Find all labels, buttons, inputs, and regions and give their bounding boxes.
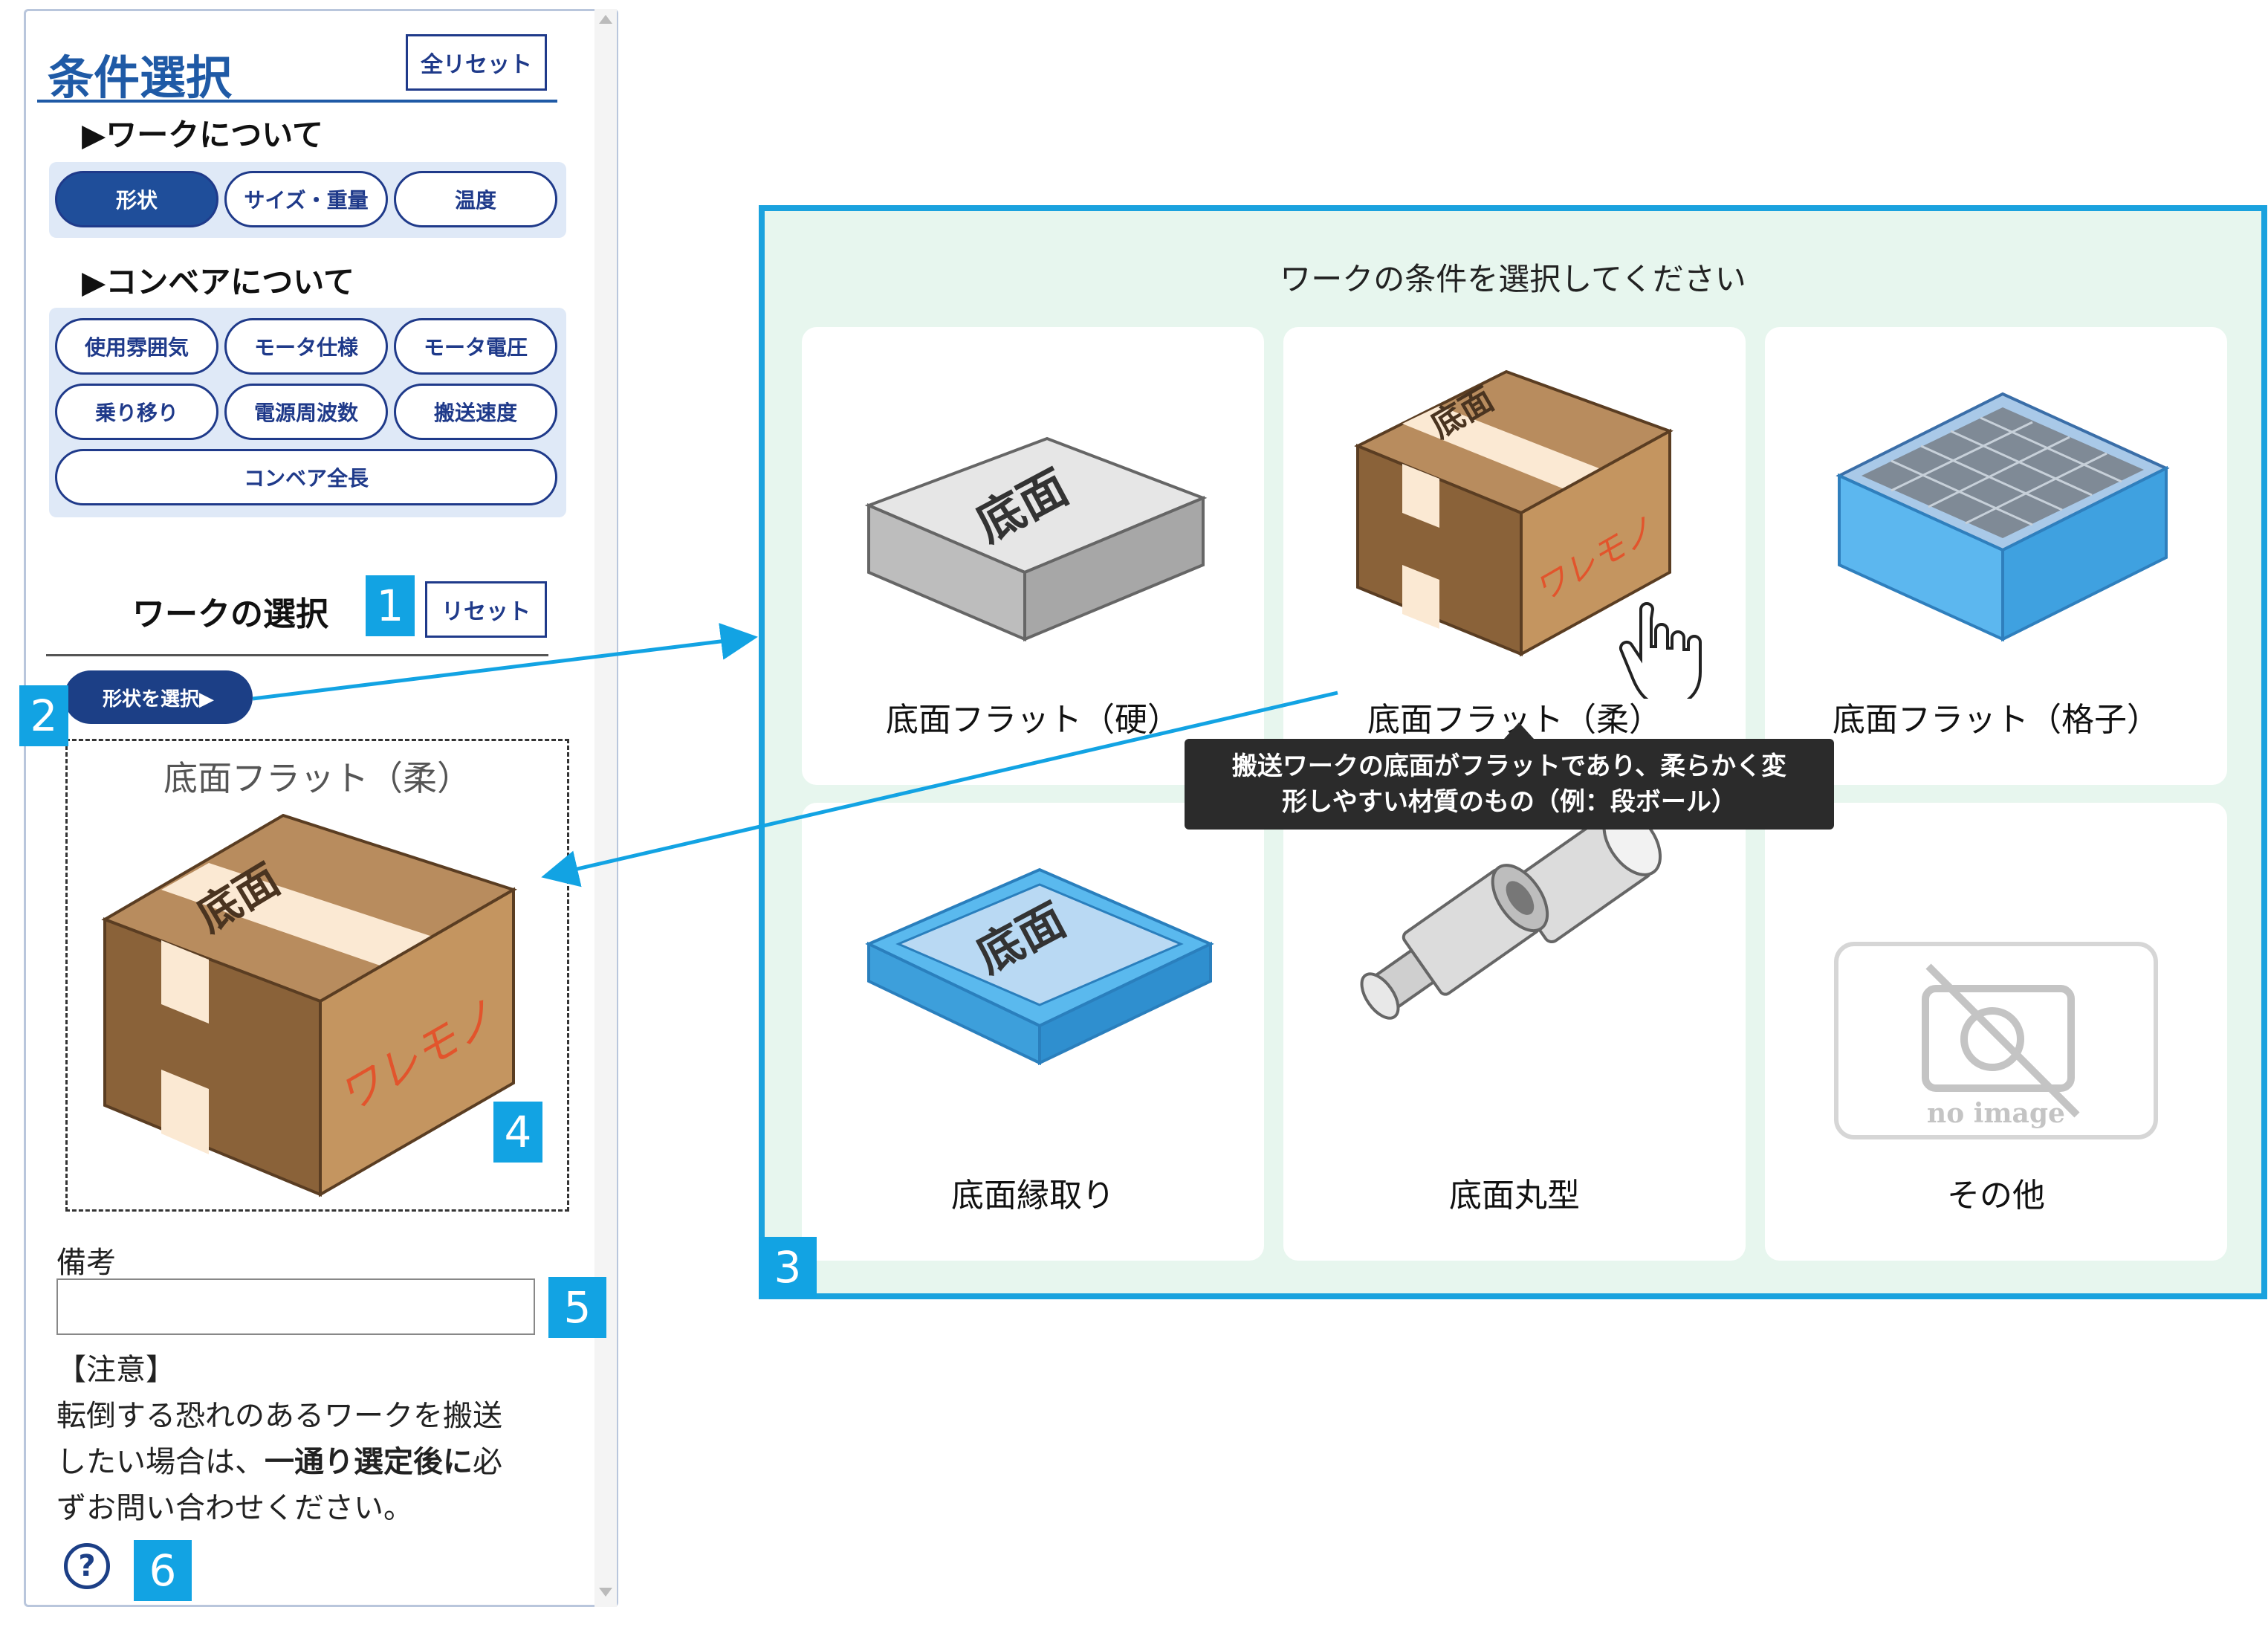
remarks-input[interactable] — [56, 1278, 535, 1335]
tab-temperature[interactable]: 温度 — [394, 171, 557, 227]
card-label: 底面縁取り — [951, 1177, 1115, 1215]
tooltip-line: 搬送ワークの底面がフラットであり、柔らかく変 — [1231, 751, 1787, 781]
divider — [46, 654, 548, 656]
tab-size-weight[interactable]: サイズ・重量 — [224, 171, 388, 227]
blue-rimmed-tray-icon: 底面 — [865, 867, 1214, 1066]
divider — [37, 100, 557, 103]
tab-atmosphere[interactable]: 使用雰囲気 — [55, 318, 218, 375]
tab-motor-voltage[interactable]: モータ電圧 — [394, 318, 557, 375]
marker-6: 6 — [134, 1540, 192, 1601]
reset-button[interactable]: リセット — [425, 581, 547, 638]
card-other[interactable]: no image その他 — [1765, 803, 2227, 1261]
card-flat-hard[interactable]: 底面 底面フラット（硬） — [802, 327, 1264, 785]
no-image-text: no image — [1927, 1098, 2065, 1129]
card-round[interactable]: 底面丸型 — [1283, 803, 1746, 1261]
caution-line: したい場合は、一通り選定後に必 — [56, 1439, 547, 1485]
reset-all-button[interactable]: 全リセット — [406, 34, 547, 91]
caution-line: 【注意】 — [56, 1353, 175, 1387]
cylinders-icon — [1360, 807, 1662, 1020]
card-label: 底面フラット（格子） — [1833, 701, 2160, 739]
condition-panel — [24, 9, 618, 1607]
cardboard-box-icon: 底面 ワレモノ — [1354, 369, 1702, 699]
caution-emphasis: 一通り選定後に — [265, 1445, 473, 1479]
selected-work-preview: 底面フラット（柔） 底面 ワレモノ — [65, 739, 569, 1212]
scroll-up-icon[interactable] — [599, 15, 612, 24]
marker-4: 4 — [493, 1102, 542, 1163]
remarks-label: 備考 — [56, 1246, 116, 1280]
gray-box-icon: 底面 — [864, 436, 1208, 642]
caution-text: したい場合は、 — [56, 1445, 265, 1479]
caution-text: 必 — [473, 1445, 502, 1479]
work-section-heading: ▶ワークについて — [82, 117, 324, 153]
marker-3: 3 — [759, 1237, 817, 1298]
panel-title: 条件選択 — [48, 51, 233, 105]
marker-5: 5 — [548, 1277, 606, 1338]
marker-2: 2 — [19, 685, 68, 746]
shape-select-button[interactable]: 形状を選択▶ — [64, 670, 253, 724]
caution-note: 【注意】 転倒する恐れのあるワークを搬送 したい場合は、一通り選定後に必 ずお問… — [56, 1347, 547, 1531]
card-rimmed[interactable]: 底面 底面縁取り — [802, 803, 1264, 1261]
tab-shape[interactable]: 形状 — [55, 171, 218, 227]
scrollbar[interactable] — [594, 9, 617, 1607]
tooltip-line: 形しやすい材質のもの（例：段ボール） — [1282, 787, 1737, 817]
marker-1: 1 — [366, 575, 415, 636]
tab-conveyor-length[interactable]: コンベア全長 — [55, 449, 557, 505]
conveyor-section-heading: ▶コンベアについて — [82, 264, 355, 300]
blue-grid-tray-icon — [1836, 392, 2170, 642]
cardboard-box-icon: 底面 ワレモノ — [101, 813, 517, 1197]
card-flat-soft[interactable]: 底面 ワレモノ 底面フラット（柔） — [1283, 327, 1746, 785]
card-label: 底面丸型 — [1449, 1177, 1580, 1215]
card-label: 底面フラット（硬） — [886, 701, 1180, 739]
tooltip-arrow — [1504, 722, 1534, 739]
tooltip: 搬送ワークの底面がフラットであり、柔らかく変 形しやすい材質のもの（例：段ボール… — [1185, 739, 1834, 830]
hand-cursor-icon — [1619, 602, 1702, 699]
scroll-down-icon[interactable] — [599, 1588, 612, 1597]
tab-transfer[interactable]: 乗り移り — [55, 384, 218, 440]
caution-line: ずお問い合わせください。 — [56, 1491, 413, 1525]
panel-heading: ワークの条件を選択してください — [1280, 261, 1746, 297]
caution-line: 転倒する恐れのあるワークを搬送 — [56, 1399, 502, 1433]
card-label: その他 — [1947, 1177, 2045, 1215]
work-select-heading: ワークの選択 — [132, 595, 328, 633]
card-flat-grid[interactable]: 底面フラット（格子） — [1765, 327, 2227, 785]
no-image-icon: no image — [1834, 942, 2158, 1139]
tab-motor-spec[interactable]: モータ仕様 — [224, 318, 388, 375]
tab-transport-speed[interactable]: 搬送速度 — [394, 384, 557, 440]
preview-label: 底面フラット（柔） — [163, 758, 471, 798]
help-icon[interactable]: ? — [64, 1543, 110, 1589]
tab-power-frequency[interactable]: 電源周波数 — [224, 384, 388, 440]
